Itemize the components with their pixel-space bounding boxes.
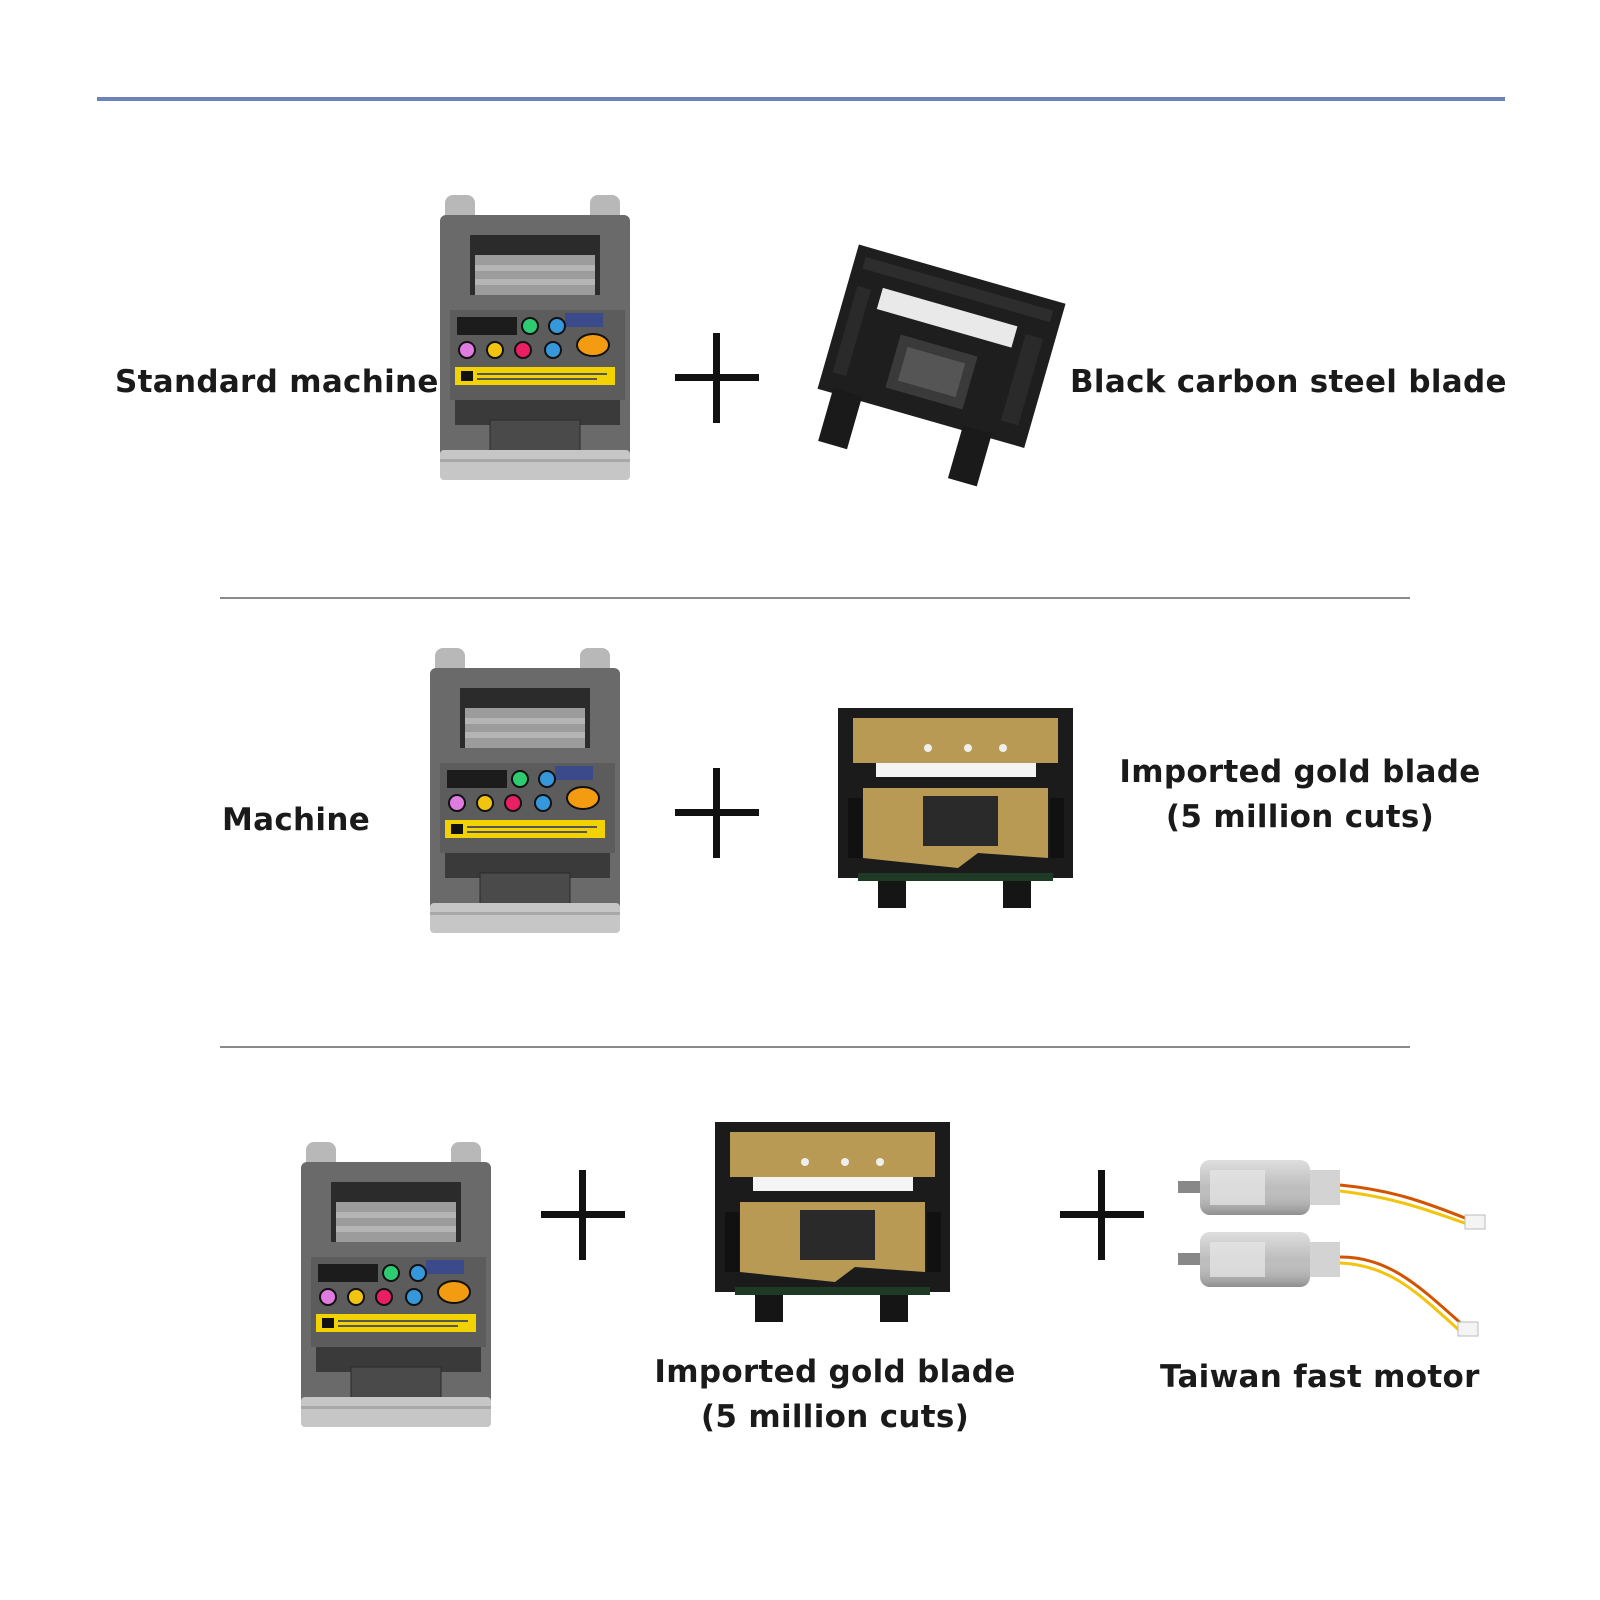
- row-separator: [220, 1046, 1410, 1048]
- imported-gold-blade-label: Imported gold blade: [654, 1354, 1016, 1390]
- plus-icon: [675, 333, 759, 423]
- machine-label: Machine: [222, 802, 371, 838]
- tape-dispenser-machine-icon: [435, 195, 635, 490]
- top-divider: [97, 97, 1505, 101]
- row-separator: [220, 597, 1410, 599]
- plus-icon: [675, 768, 759, 858]
- gold-blade-icon: [715, 1122, 955, 1332]
- standard-machine-label: Standard machine: [115, 364, 439, 400]
- imported-gold-blade-label: Imported gold blade: [1119, 754, 1481, 790]
- black-carbon-steel-blade-icon: [810, 244, 1066, 490]
- taiwan-fast-motor-label: Taiwan fast motor: [1160, 1359, 1480, 1395]
- plus-icon: [541, 1170, 625, 1260]
- gold-blade-icon: [838, 708, 1078, 918]
- tape-dispenser-machine-icon: [296, 1142, 496, 1437]
- dc-motor-icon: [1170, 1145, 1510, 1337]
- imported-gold-blade-sublabel: (5 million cuts): [1165, 799, 1435, 835]
- black-carbon-steel-blade-label: Black carbon steel blade: [1070, 364, 1507, 400]
- plus-icon: [1060, 1170, 1144, 1260]
- tape-dispenser-machine-icon: [425, 648, 625, 943]
- imported-gold-blade-sublabel: (5 million cuts): [700, 1399, 970, 1435]
